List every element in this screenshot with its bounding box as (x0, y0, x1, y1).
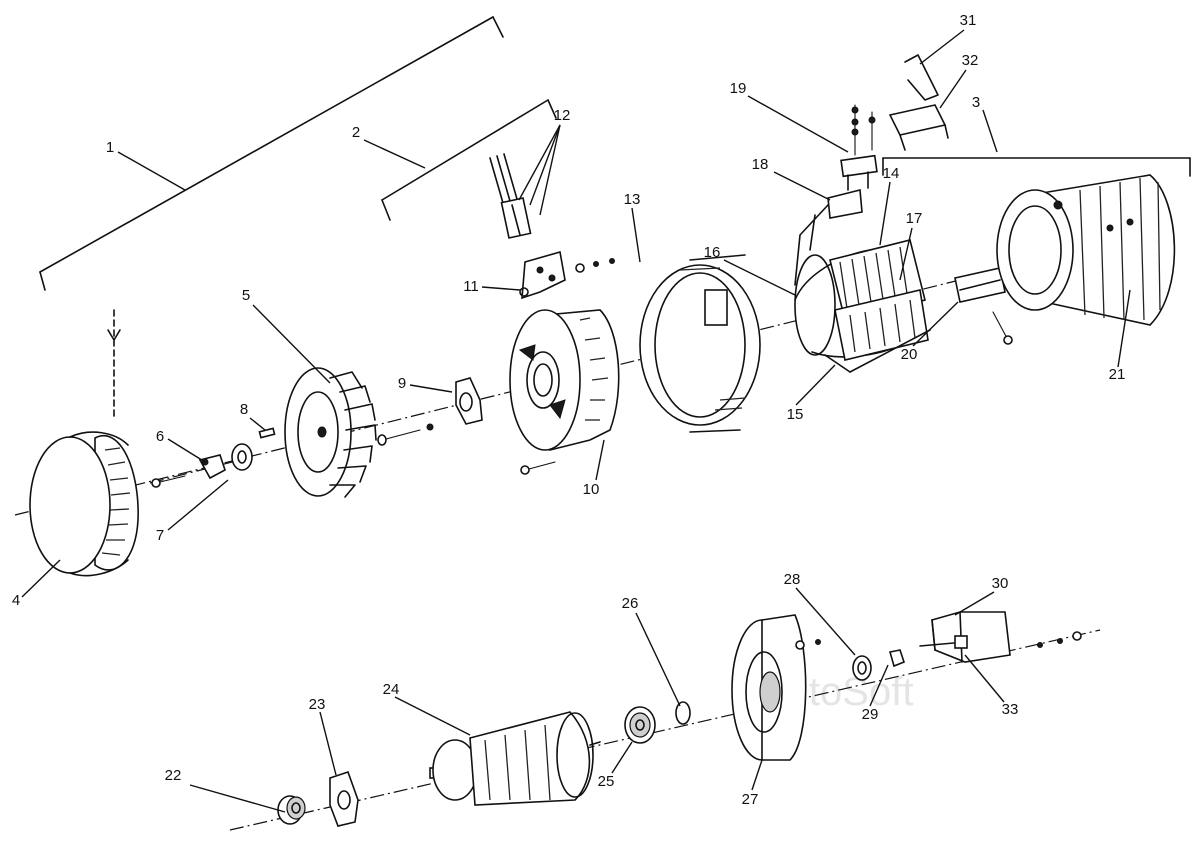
callout-2: 2 (352, 124, 360, 141)
callout-23: 23 (309, 696, 326, 713)
callout-26: 26 (622, 595, 639, 612)
part-31-spring-clip (904, 54, 939, 101)
fan-through-bolt (377, 423, 434, 446)
part-23-flange (329, 770, 359, 827)
part-4-end-cover (29, 309, 139, 577)
callout-13: 13 (624, 191, 641, 208)
part-12-brushes (489, 153, 532, 239)
callout-9: 9 (398, 375, 406, 392)
callout-29: 29 (862, 706, 879, 723)
callout-24: 24 (383, 681, 400, 698)
callout-11: 11 (463, 278, 479, 295)
callout-30: 30 (992, 575, 1009, 592)
part-27-drive-end-shield (731, 614, 807, 761)
callout-16: 16 (704, 244, 721, 261)
leader-lines (21, 29, 1131, 813)
lower-assembly-axis (229, 629, 1101, 831)
callout-18: 18 (752, 156, 769, 173)
callout-6: 6 (156, 428, 164, 445)
part-21-housing (996, 174, 1176, 326)
callout-32: 32 (962, 52, 979, 69)
part-18-terminal-bracket (794, 188, 863, 286)
callout-labels: 1 2 3 4 5 6 7 8 9 10 11 12 13 14 15 16 1… (12, 12, 1126, 808)
part-11-brush-holder (519, 250, 566, 300)
callout-12: 12 (554, 107, 571, 124)
brush-holder-screws (575, 258, 615, 273)
callout-14: 14 (883, 165, 900, 182)
callout-21: 21 (1109, 366, 1126, 383)
callout-33: 33 (1002, 701, 1019, 718)
callout-28: 28 (784, 571, 801, 588)
group-bracket-1 (39, 16, 504, 291)
callout-5: 5 (242, 287, 250, 304)
callout-22: 22 (165, 767, 182, 784)
part-33-shaft-stub (919, 635, 968, 649)
part-30-regulator-box (931, 611, 1011, 663)
part-22-bearing (277, 795, 306, 825)
part-6-lock-plate (198, 454, 226, 480)
part-10-end-shield (509, 309, 620, 452)
fan-bolt-axis (149, 459, 241, 484)
callout-20: 20 (901, 346, 918, 363)
callout-25: 25 (598, 773, 615, 790)
part-19-terminal-block (840, 104, 878, 191)
part-5-fan (284, 367, 377, 498)
lower-bolt-right (1037, 631, 1082, 648)
part-20-key (954, 267, 1013, 345)
part-9-bearing-flange (455, 377, 483, 425)
bolt-small-left (151, 475, 186, 488)
callout-7: 7 (156, 527, 164, 544)
callout-4: 4 (12, 592, 20, 609)
callout-10: 10 (583, 481, 600, 498)
part-15-stator-core (824, 329, 931, 373)
part-32-terminal-cover (888, 104, 949, 151)
callout-27: 27 (742, 791, 759, 808)
group-bracket-3 (882, 157, 1191, 177)
part-13-cover-band (639, 254, 761, 433)
part-7-washer (231, 443, 253, 471)
callout-1: 1 (106, 139, 114, 156)
part-24-rotor (429, 711, 601, 806)
part-29-nut (888, 649, 905, 668)
shield-bolt-lower (520, 461, 556, 475)
callout-17: 17 (906, 210, 923, 227)
callout-3: 3 (972, 94, 980, 111)
part-8-key (258, 427, 276, 439)
callout-31: 31 (960, 12, 977, 29)
callout-15: 15 (787, 406, 804, 423)
part-25-ball-bearing (624, 706, 656, 744)
group-bracket-2 (381, 99, 557, 221)
lower-bolt-left (795, 639, 821, 650)
callout-8: 8 (240, 401, 248, 418)
callout-19: 19 (730, 80, 747, 97)
part-26-circlip (675, 701, 691, 725)
part-28-bushing (852, 655, 872, 681)
